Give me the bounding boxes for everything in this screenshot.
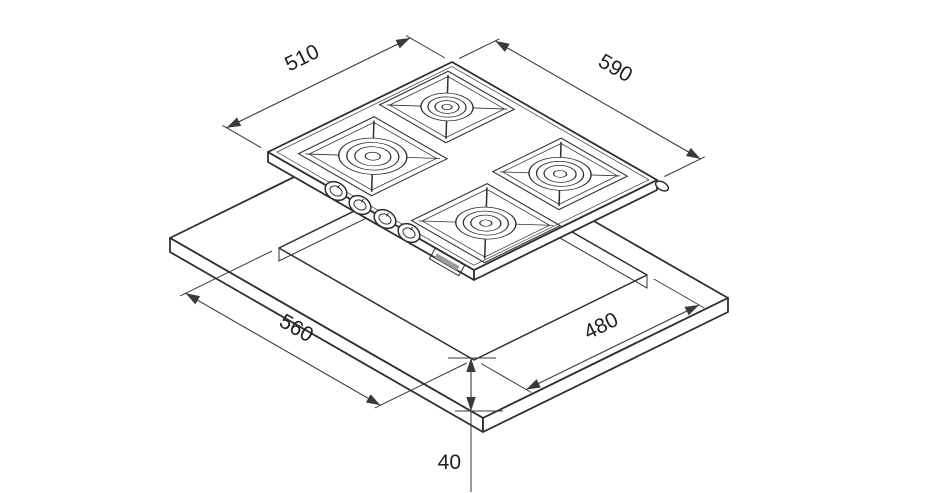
side-fitting bbox=[654, 180, 670, 192]
burner-back-left bbox=[420, 92, 474, 122]
burner-front-left bbox=[338, 137, 408, 175]
knob-1 bbox=[324, 180, 348, 202]
burner-back-right bbox=[528, 156, 592, 191]
control-knobs bbox=[324, 180, 421, 244]
dim-label-front-clearance: 40 bbox=[438, 451, 461, 474]
knob-2 bbox=[348, 194, 372, 216]
dim-label-hob-depth: 510 bbox=[281, 40, 323, 76]
dim-front-clearance: 40 bbox=[438, 357, 503, 492]
knob-3 bbox=[373, 208, 397, 230]
burner-front-right bbox=[455, 206, 517, 240]
brand-plate bbox=[428, 247, 466, 277]
dim-label-hob-width: 590 bbox=[594, 50, 636, 87]
knob-4 bbox=[397, 222, 421, 244]
